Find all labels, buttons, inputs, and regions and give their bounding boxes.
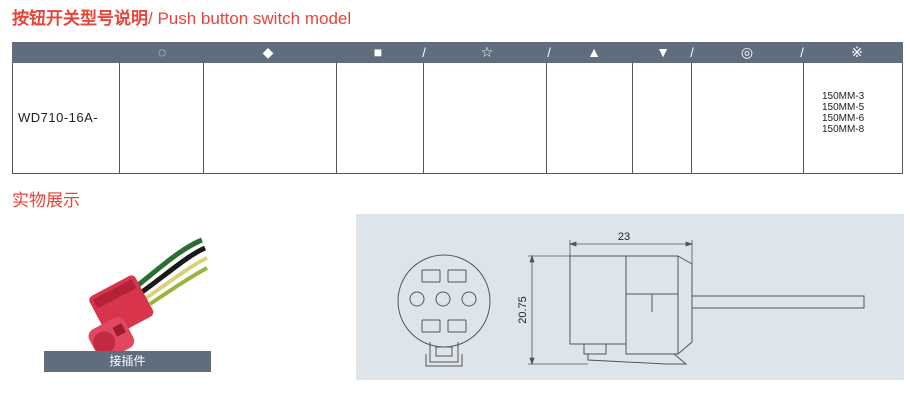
wire-length-list: 150MM-3 150MM-5 150MM-6 150MM-8 xyxy=(822,91,864,135)
spec-table-header: ◌ ◆ ■ / ☆ / ▲ ▼ / ◎ / ※ xyxy=(12,42,903,63)
square-icon: ■ xyxy=(373,44,383,60)
column-divider xyxy=(119,63,120,174)
model-number: WD710-16A- xyxy=(18,110,99,125)
circle-dotted-icon: ◌ xyxy=(157,44,167,60)
reference-mark-icon: ※ xyxy=(851,44,863,60)
title-en: / Push button switch model xyxy=(148,9,352,28)
column-divider xyxy=(203,63,204,174)
separator-slash: / xyxy=(547,45,551,60)
title-cn: 按钮开关型号说明 xyxy=(12,9,148,29)
spec-table-body xyxy=(12,63,903,174)
triangle-up-icon: ▲ xyxy=(587,44,601,60)
column-divider xyxy=(632,63,633,174)
spec-table: ◌ ◆ ■ / ☆ / ▲ ▼ / ◎ / ※ WD710-16A- 150MM… xyxy=(12,42,903,175)
wire-length-item: 150MM-6 xyxy=(822,113,865,124)
wire-length-item: 150MM-5 xyxy=(822,102,865,113)
width-dimension-label: 23 xyxy=(618,231,630,243)
wire-length-item: 150MM-3 xyxy=(822,91,865,102)
bullseye-icon: ◎ xyxy=(740,44,754,60)
section-title: 实物展示 xyxy=(12,191,80,211)
separator-slash: / xyxy=(800,45,804,60)
column-divider xyxy=(691,63,692,174)
star-outline-icon: ☆ xyxy=(480,44,494,60)
dimension-drawing: 23 20.75 xyxy=(356,214,904,380)
page-title: 按钮开关型号说明/ Push button switch model xyxy=(12,8,351,30)
wire-length-item: 150MM-8 xyxy=(822,124,865,135)
connector-drawing: 23 20.75 xyxy=(397,231,865,367)
photo-caption: 接插件 xyxy=(44,351,211,372)
column-divider xyxy=(803,63,804,174)
column-divider xyxy=(546,63,547,174)
separator-slash: / xyxy=(422,45,426,60)
diamond-icon: ◆ xyxy=(262,44,274,60)
separator-slash: / xyxy=(690,45,694,60)
triangle-down-icon: ▼ xyxy=(656,44,670,60)
column-divider xyxy=(423,63,424,174)
height-dimension-label: 20.75 xyxy=(517,296,529,324)
column-divider xyxy=(336,63,337,174)
